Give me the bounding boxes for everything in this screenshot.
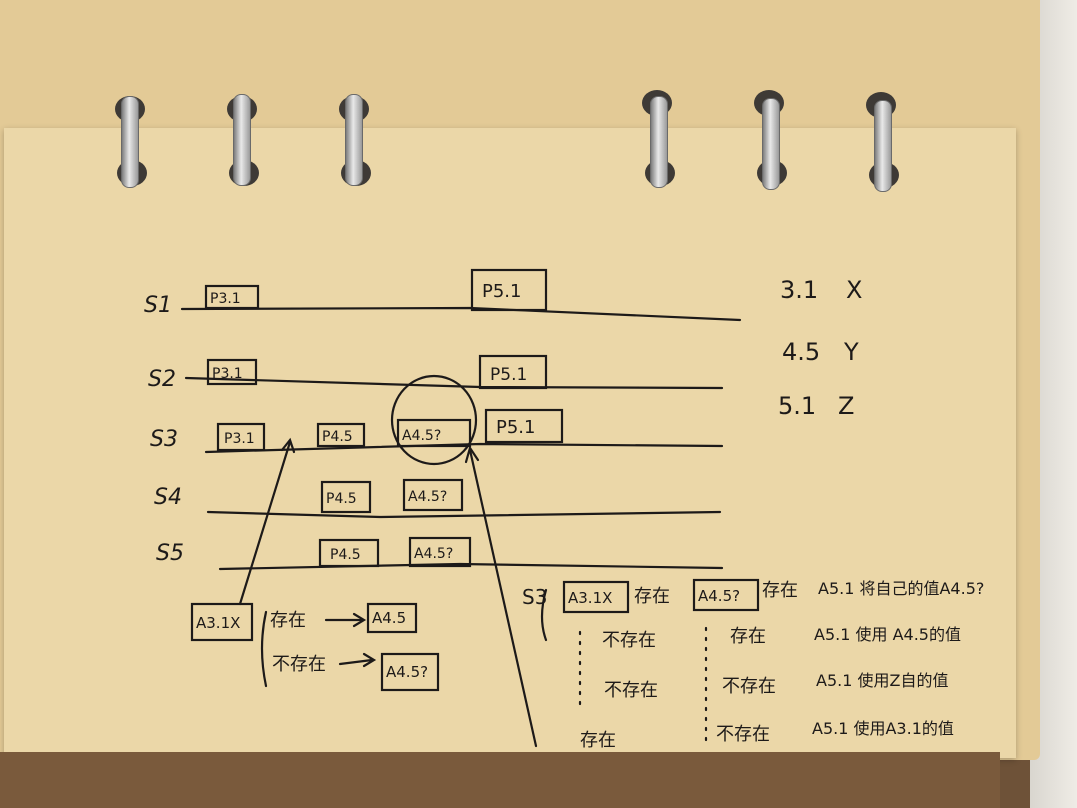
condition-b: 不存在 [722, 676, 776, 697]
notebook-cover [0, 752, 1000, 808]
condition-result: A5.1 使用 A4.5的值 [814, 625, 961, 644]
box-label: P5.1 [490, 365, 527, 385]
arrow-line [338, 658, 374, 666]
arrow-head [362, 652, 377, 668]
lane-label: S5 [156, 541, 184, 566]
lane-label: S1 [144, 293, 172, 318]
condition-b: 不存在 [716, 724, 770, 745]
box-label: P4.5 [326, 491, 357, 507]
note-box-label: A4.5? [386, 663, 428, 681]
lane-label: S2 [148, 367, 176, 392]
box-label: A4.5? [414, 546, 453, 562]
ring-binder-icon [345, 94, 363, 186]
arrow-head [280, 437, 296, 454]
note-prefix: S3 [522, 585, 547, 609]
lane-line-s1 [180, 306, 742, 322]
message-box [366, 602, 418, 634]
lane-line-s3 [204, 442, 724, 454]
message-box [408, 536, 472, 568]
message-box [562, 580, 630, 614]
box-label: P4.5 [322, 429, 353, 445]
condition-a: 不存在 [602, 630, 656, 651]
note-box-label: A3.1X [196, 614, 240, 632]
ring-binder-icon [762, 98, 780, 190]
message-box [692, 578, 760, 612]
condition-a: 不存在 [604, 680, 658, 701]
box-label: A4.5? [402, 428, 441, 444]
note-box-label: A4.5 [372, 609, 406, 627]
note-exists: 存在 [634, 586, 670, 607]
highlight-circle [390, 374, 478, 466]
box-label: A4.5? [408, 489, 447, 505]
arrow-line [238, 440, 292, 606]
arrow-head [464, 445, 480, 464]
lane-line-s2 [184, 376, 724, 390]
condition-b: 存在 [762, 580, 798, 601]
box-label: P5.1 [496, 417, 535, 438]
condition-result: A5.1 将自己的值A4.5? [818, 579, 984, 598]
message-box [478, 354, 548, 390]
note-exists: 存在 [270, 610, 306, 631]
box-label: P3.1 [224, 431, 255, 447]
note-box-label: A4.5? [698, 587, 740, 605]
message-box [470, 268, 548, 312]
message-box [484, 408, 564, 444]
arrow-line [468, 448, 538, 748]
box-label: P5.1 [482, 281, 521, 302]
box-label: P3.1 [210, 291, 241, 307]
legend-val: X [846, 276, 862, 304]
condition-a: 存在 [580, 730, 616, 751]
brace [540, 588, 548, 642]
box-label: P4.5 [330, 547, 361, 563]
message-box [320, 480, 372, 514]
legend-val: Y [843, 338, 859, 366]
ring-binder-icon [233, 94, 251, 186]
brace [260, 610, 268, 688]
lane-line-s5 [218, 562, 724, 571]
note-not-exists: 不存在 [272, 654, 326, 675]
message-box [396, 418, 472, 448]
box-label: P3.1 [212, 366, 243, 382]
message-box [380, 652, 440, 692]
message-box [318, 538, 380, 568]
condition-b: 存在 [730, 626, 766, 647]
lane-label: S4 [154, 485, 182, 510]
ring-binder-icon [874, 100, 892, 192]
arrow-head [352, 612, 367, 628]
lane-label: S3 [150, 427, 178, 452]
legend-val: Z [838, 392, 854, 420]
message-box [216, 422, 266, 452]
ring-binder-icon [121, 96, 139, 188]
legend-num: 5.1 [778, 392, 816, 420]
note-box-label: A3.1X [568, 589, 612, 607]
message-box [402, 478, 464, 512]
message-box [204, 284, 260, 310]
lane-line-s4 [206, 510, 722, 519]
condition-result: A5.1 使用Z自的值 [816, 671, 948, 690]
message-box [206, 358, 258, 386]
legend-num: 3.1 [780, 276, 818, 304]
legend-num: 4.5 [782, 338, 820, 366]
message-box [316, 422, 366, 448]
condition-result: A5.1 使用A3.1的值 [812, 719, 954, 738]
ring-binder-icon [650, 96, 668, 188]
message-box [190, 602, 254, 642]
